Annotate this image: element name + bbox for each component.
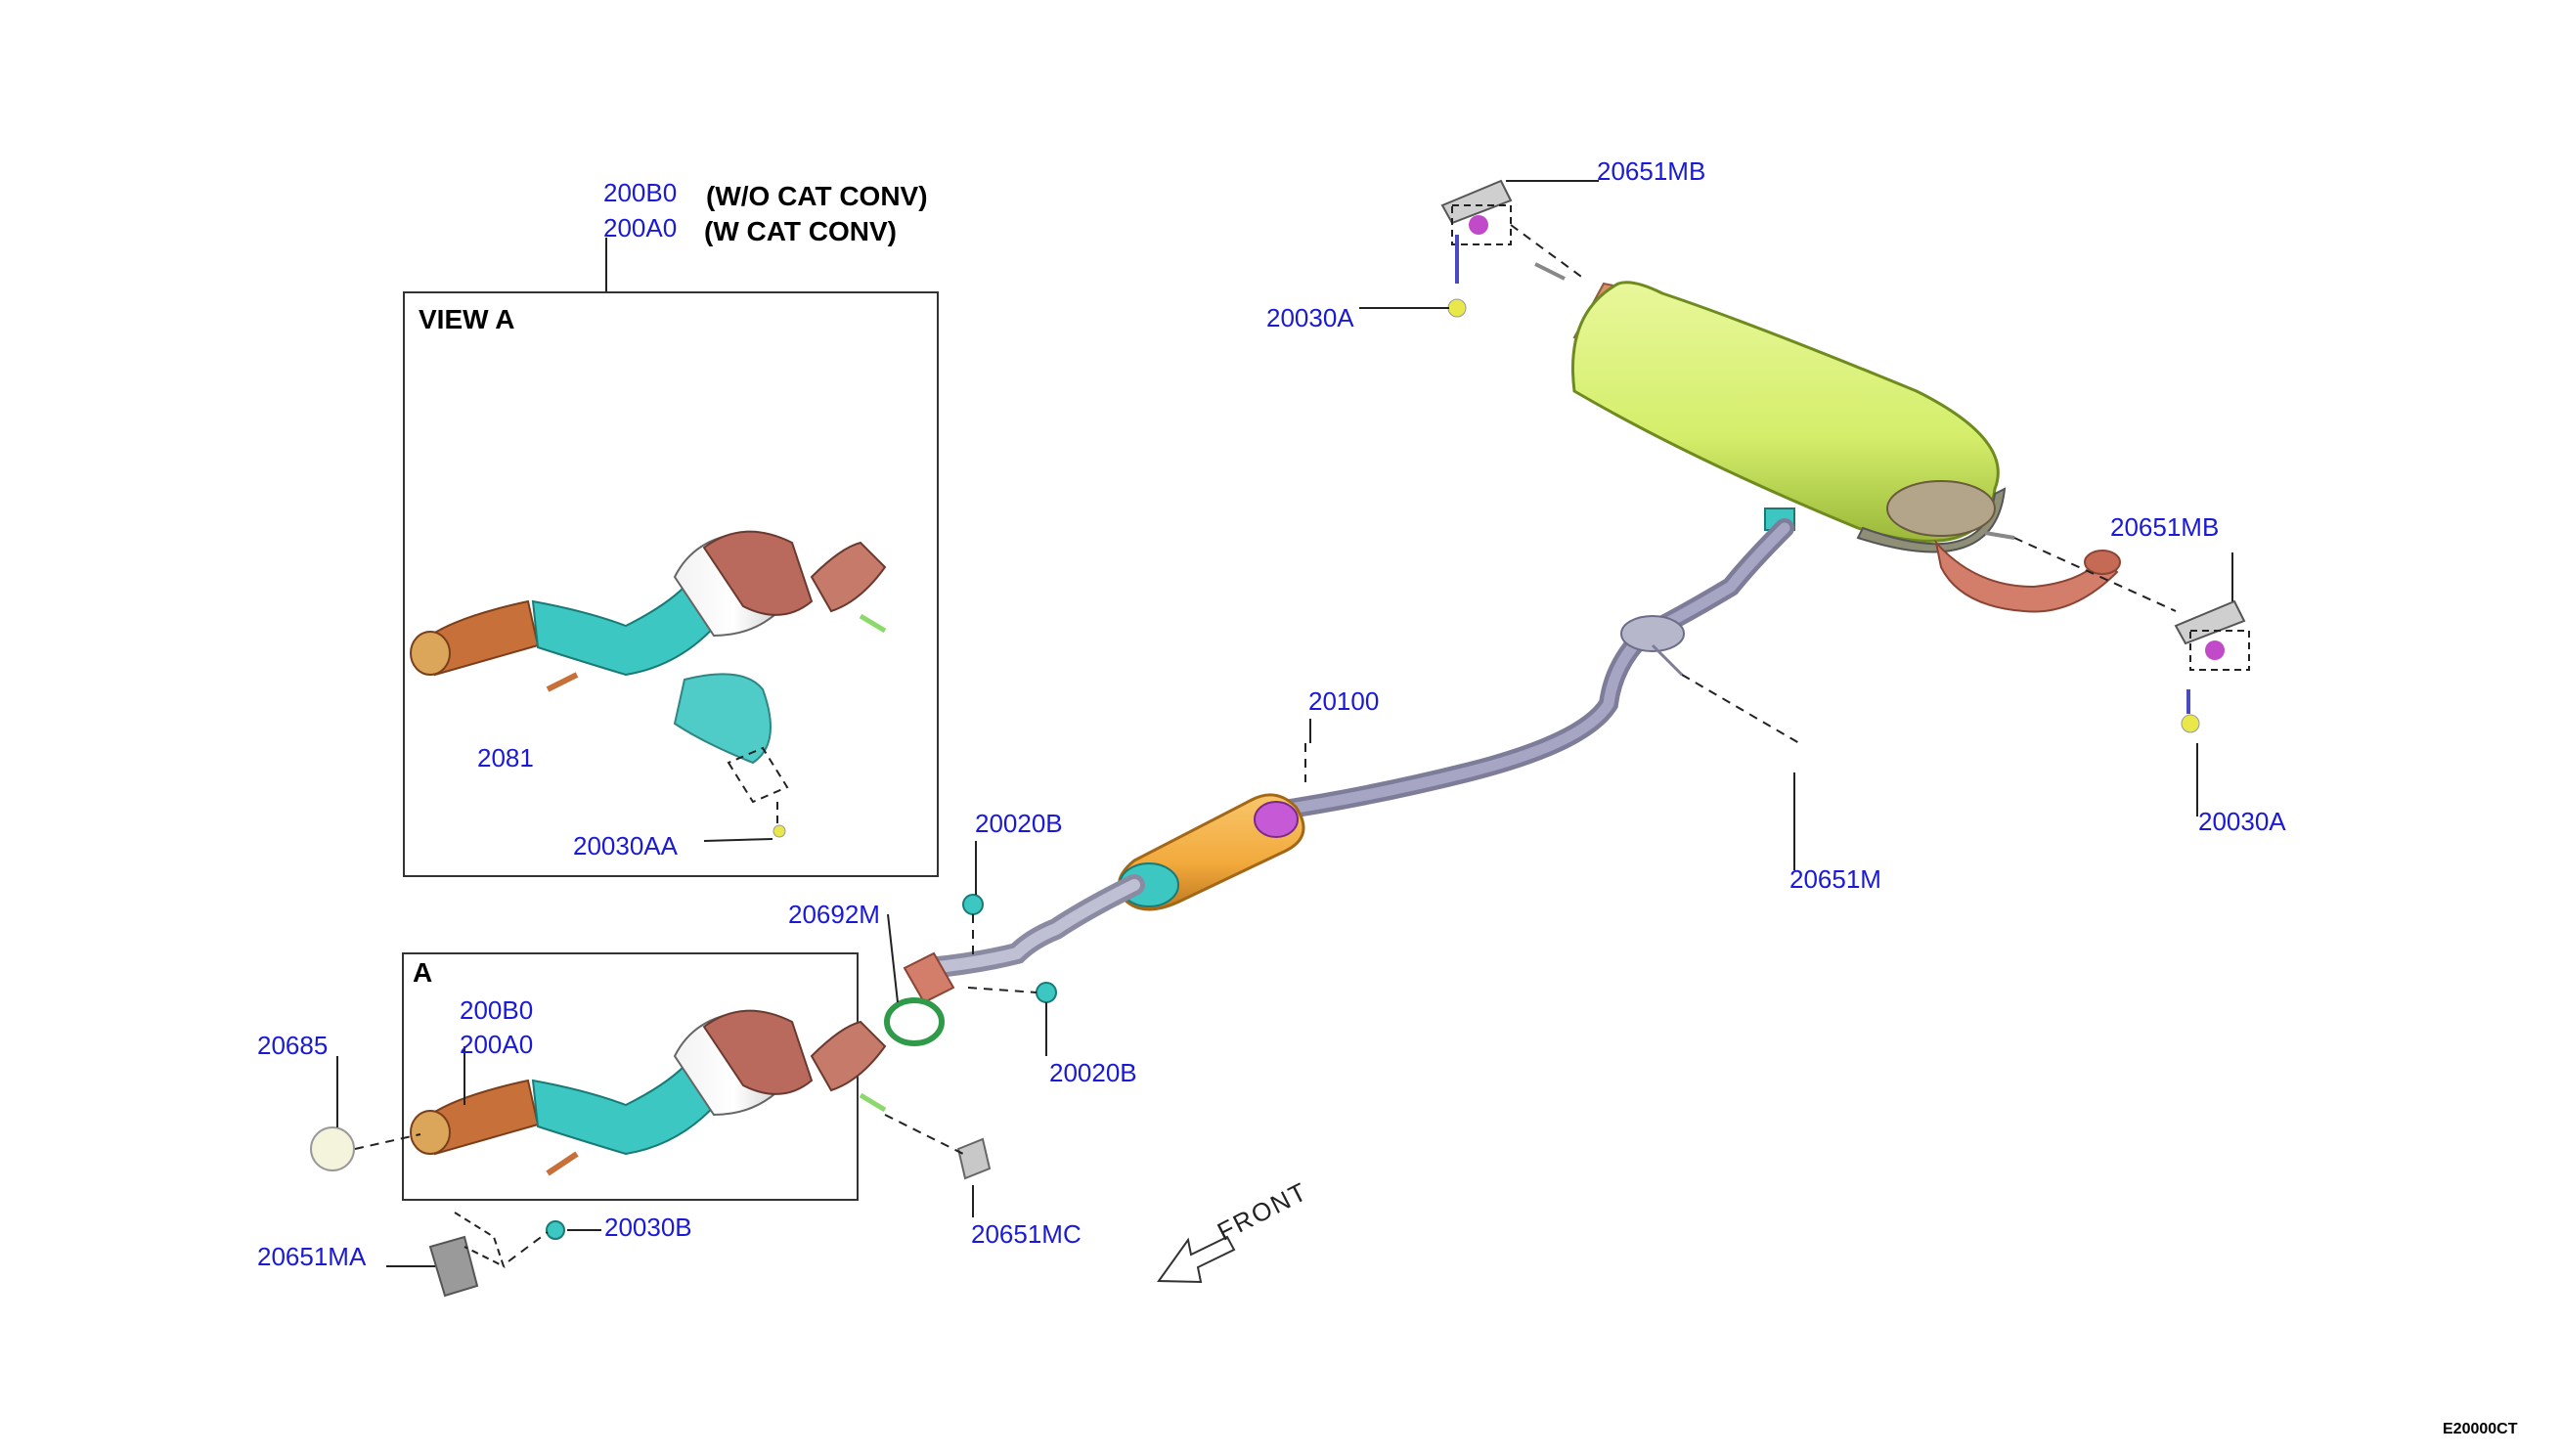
label-20651mc: 20651MC [971, 1219, 1082, 1249]
dashed-guides [354, 224, 2177, 1262]
label-20100: 20100 [1308, 686, 1380, 716]
variant-note-b: (W CAT CONV) [704, 216, 897, 246]
resonator [1117, 793, 1305, 911]
box-a-exhaust-manifold [410, 1009, 887, 1176]
label-20651mb-top: 20651MB [1597, 156, 1706, 186]
label-20020b-top: 20020B [975, 809, 1063, 838]
label-view-a-partial: 2081 [477, 743, 534, 772]
label-20030b: 20030B [604, 1213, 692, 1242]
front-arrow [1157, 1235, 1236, 1284]
label-20020b-bottom: 20020B [1049, 1058, 1137, 1087]
intermediate-pipe [884, 874, 1145, 1046]
view-a-title: VIEW A [419, 304, 515, 334]
hardware [310, 179, 2250, 1298]
label-box-a-200a0: 200A0 [460, 1030, 534, 1059]
rear-muffler [1534, 262, 2121, 613]
diagram-code: E20000CT [2443, 1421, 2518, 1437]
label-box-a-200b0: 200B0 [460, 995, 534, 1025]
view-a-box [403, 291, 939, 877]
label-20651mb-right: 20651MB [2110, 512, 2220, 542]
label-20651ma: 20651MA [257, 1242, 367, 1271]
box-a-title: A [413, 957, 433, 988]
label-leaders [336, 180, 2233, 1267]
label-20651m: 20651M [1789, 864, 1881, 894]
label-20685: 20685 [257, 1031, 329, 1060]
variant-part-b: 200A0 [603, 213, 678, 243]
variant-note-a: (W/O CAT CONV) [706, 181, 928, 211]
label-20030a-right: 20030A [2198, 807, 2286, 836]
label-20030a-top: 20030A [1266, 303, 1354, 332]
view-a-exhaust-manifold [410, 530, 887, 838]
center-pipe [1261, 518, 1794, 821]
label-20030aa: 20030AA [573, 831, 678, 860]
variant-part-a: 200B0 [603, 178, 678, 207]
label-20692m: 20692M [788, 900, 880, 929]
